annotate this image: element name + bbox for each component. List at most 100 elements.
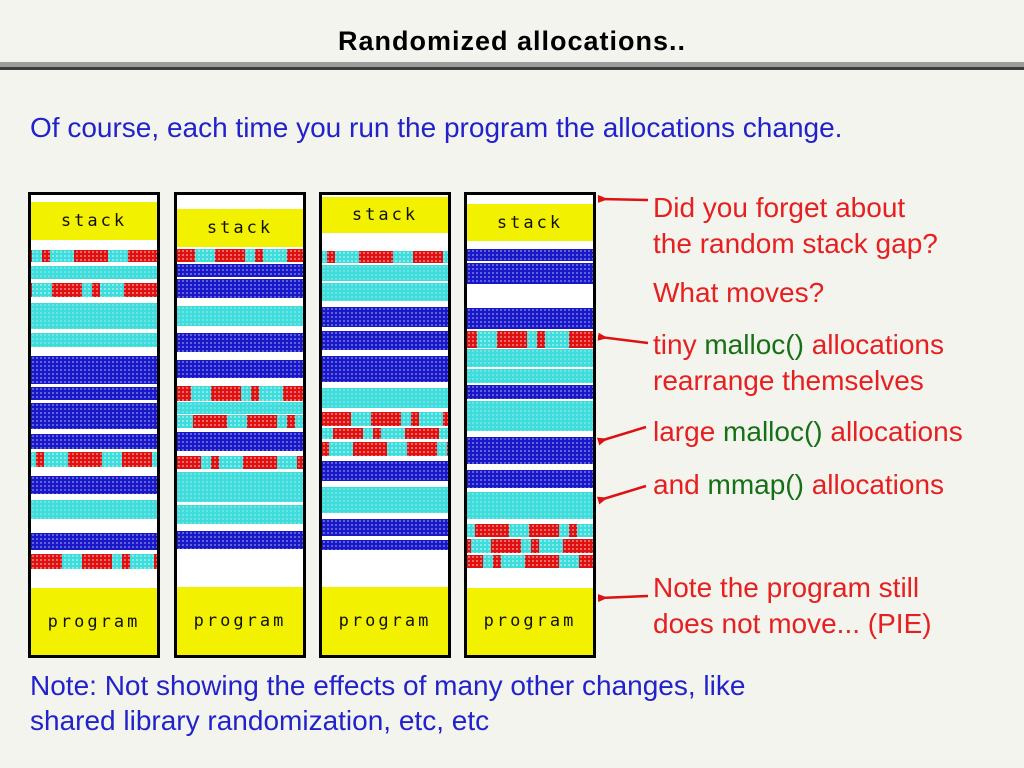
segment-gap [322,438,448,442]
segment-gap [177,351,303,360]
segment-cyan [322,388,448,409]
segment-navy [322,355,448,382]
segment-navy [31,386,157,401]
segment-tiny [467,554,593,569]
segment-navy [31,476,157,494]
segment-gap [31,493,157,500]
segment-gap [177,277,303,280]
segment-navy [177,264,303,278]
segment-navy [177,359,303,379]
segment-program: program [467,587,593,655]
slide-title: Randomized allocations.. [337,26,687,56]
segment-gap [322,262,448,265]
stack-label: stack [206,218,274,239]
segment-gap [322,481,448,488]
segment-gap [177,326,303,334]
segment-navy [467,470,593,488]
segment-stack: stack [31,202,157,240]
program-label: program [193,610,287,631]
segment-navy [467,308,593,330]
segment-tiny [322,441,448,456]
segment-gap [177,246,303,249]
segment-gap [467,329,593,332]
segment-cyan [322,264,448,281]
segment-gap [467,382,593,385]
segment-gap [177,262,303,265]
segment-cyan [31,302,157,330]
segment-gap [467,283,593,309]
segment-stack: stack [322,197,448,234]
segment-gap [31,239,157,250]
segment-gap [467,195,593,205]
segment-gap [31,518,157,534]
segment-tiny [31,451,157,468]
segment-tiny [177,248,303,263]
program-label: program [338,611,432,632]
segment-gap [31,550,157,554]
segment-gap [31,262,157,267]
segment-gap [177,451,303,456]
memory-map-run-3: stack program [319,192,451,658]
segment-navy [322,460,448,482]
segment-navy [177,432,303,452]
segment-gap [31,329,157,334]
segment-navy [322,307,448,328]
segment-tiny [31,283,157,297]
segment-navy [177,530,303,550]
segment-navy [31,433,157,449]
segment-cyan [322,487,448,514]
segment-gap [31,296,157,303]
segment-gap [31,448,157,452]
segment-gap [31,279,157,284]
segment-gap [177,400,303,402]
memory-map-run-1: stack program [28,192,160,658]
segment-gap [467,537,593,540]
segment-navy [467,437,593,465]
annotation-large-malloc: large malloc() allocations [653,416,963,447]
segment-gap [31,467,157,477]
segment-gap [322,408,448,413]
title-rule [0,62,1024,70]
segment-tiny [177,414,303,429]
segment-gap [177,195,303,210]
segment-cyan [177,505,303,524]
segment-tiny [31,249,157,263]
segment-program: program [322,587,448,655]
segment-gap [467,464,593,471]
segment-gap [467,552,593,555]
segment-cyan [177,471,303,503]
segment-gap [177,378,303,387]
segment-navy [177,333,303,352]
segment-cyan [322,282,448,302]
segment-gap [177,549,303,587]
segment-cyan [31,499,157,519]
segment-navy [467,384,593,400]
segment-gap [467,399,593,402]
segment-gap [322,426,448,428]
segment-program: program [31,588,157,656]
segment-gap [31,347,157,357]
segment-gap [467,367,593,370]
annotation-arrow-2 [597,332,649,345]
segment-navy [31,533,157,551]
segment-tiny [31,553,157,569]
segment-gap [467,518,593,524]
segment-cyan [467,401,593,432]
segment-gap [177,297,303,306]
segment-gap [177,502,303,506]
stack-label: stack [496,212,564,233]
segment-navy [31,356,157,384]
intro-text: Of course, each time you run the program… [30,112,843,143]
segment-gap [467,431,593,438]
segment-stack: stack [467,204,593,242]
segment-gap [31,428,157,434]
segment-navy [467,263,593,284]
segment-navy [322,331,448,350]
segment-gap [467,261,593,264]
segment-gap [31,568,157,589]
segment-tiny [467,331,593,348]
segment-gap [177,468,303,472]
segment-gap [322,349,448,356]
